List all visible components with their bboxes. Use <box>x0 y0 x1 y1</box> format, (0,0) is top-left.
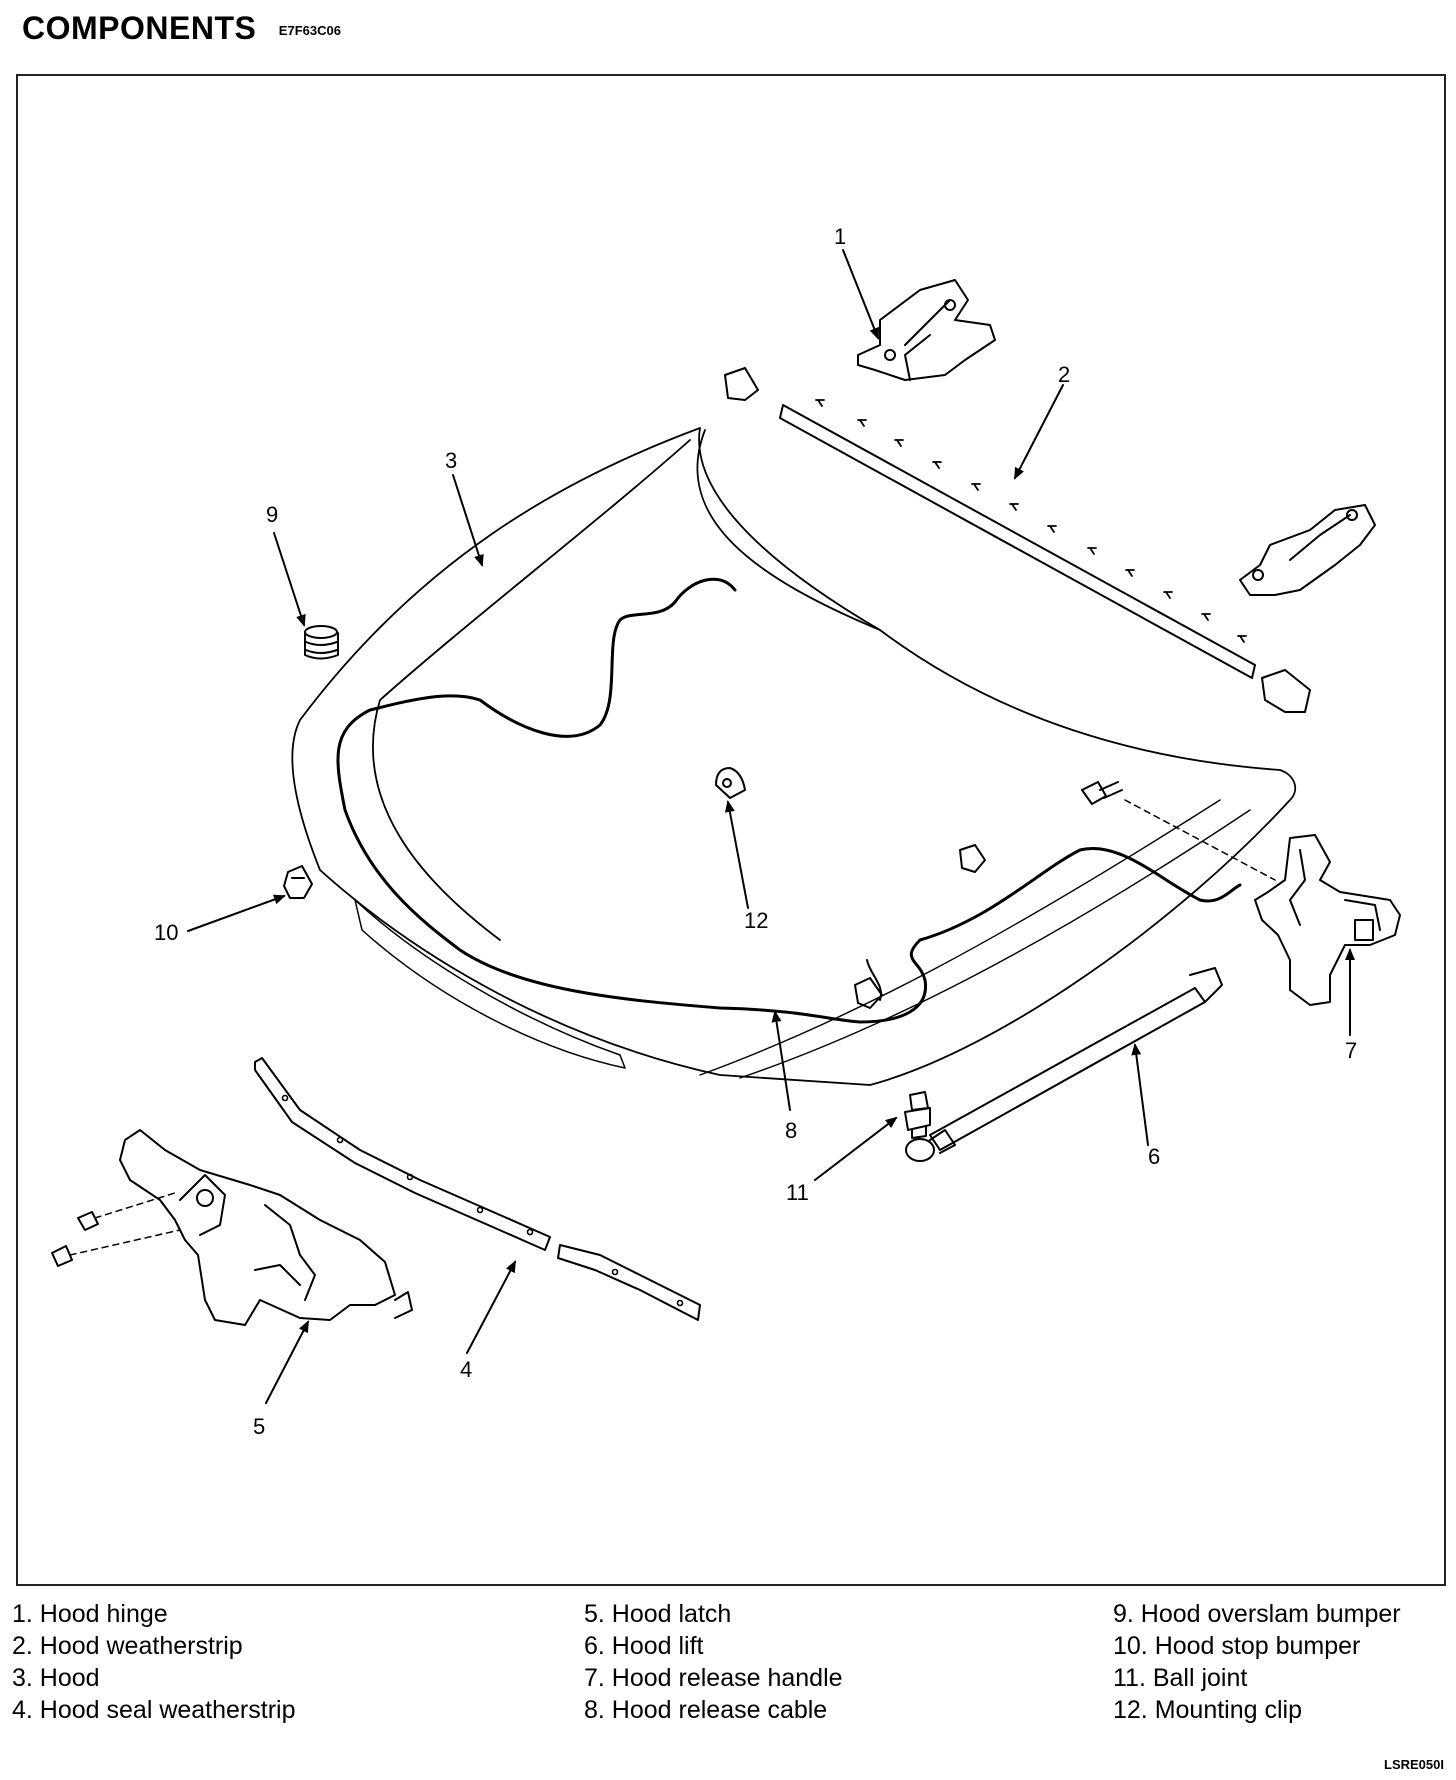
leader-arrows <box>187 249 1355 1404</box>
legend-item: 5. Hood latch <box>584 1600 732 1628</box>
figure-reference-code: LSRE050I <box>1384 1757 1444 1772</box>
diagram-frame <box>16 74 1446 1586</box>
hood-release-cable <box>336 577 1242 1024</box>
callout-3: 3 <box>445 448 457 473</box>
legend-item: 12. Mounting clip <box>1113 1696 1303 1724</box>
section-code: E7F63C06 <box>278 23 341 38</box>
handle-bolt <box>1081 781 1276 881</box>
latch-bolts <box>51 1191 181 1267</box>
hood-hinge-right <box>1239 504 1376 596</box>
legend-column-1: 1. Hood hinge 2. Hood weatherstrip 3. Ho… <box>12 1598 295 1726</box>
hood-weatherstrip <box>724 367 1311 713</box>
callout-6: 6 <box>1148 1144 1160 1169</box>
legend-item: 10. Hood stop bumper <box>1113 1632 1361 1660</box>
legend-item: 8. Hood release cable <box>584 1696 828 1724</box>
cable-clip <box>854 844 986 1009</box>
legend-item: 6. Hood lift <box>584 1632 704 1660</box>
legend-item: 3. Hood <box>12 1664 100 1692</box>
callout-5: 5 <box>253 1414 265 1439</box>
hood <box>291 427 1297 1086</box>
callout-11: 11 <box>786 1180 809 1205</box>
hood-lift <box>905 967 1223 1162</box>
legend-column-2: 5. Hood latch 6. Hood lift 7. Hood relea… <box>584 1598 843 1726</box>
page-title: COMPONENTS <box>22 10 257 46</box>
hood-overslam-bumper <box>304 625 339 660</box>
legend-item: 1. Hood hinge <box>12 1600 168 1628</box>
mounting-clip <box>715 767 746 799</box>
callout-7: 7 <box>1345 1038 1357 1063</box>
hood-release-handle <box>1254 834 1401 1006</box>
callout-1: 1 <box>834 224 846 249</box>
callout-8: 8 <box>785 1118 797 1143</box>
legend-item: 9. Hood overslam bumper <box>1113 1600 1401 1628</box>
legend-item: 7. Hood release handle <box>584 1664 843 1692</box>
hood-hinge-left <box>857 279 996 381</box>
hood-stop-bumper <box>283 865 313 899</box>
callout-12: 12 <box>744 908 768 933</box>
hood-seal-weatherstrip <box>254 1057 701 1321</box>
callout-9: 9 <box>266 502 278 527</box>
legend-item: 4. Hood seal weatherstrip <box>12 1696 296 1724</box>
callout-10: 10 <box>154 920 178 945</box>
callout-2: 2 <box>1058 362 1070 387</box>
callout-4: 4 <box>460 1357 472 1382</box>
hood-latch <box>119 1129 413 1326</box>
callout-numbers: 1 2 3 9 10 12 7 8 6 11 4 5 <box>154 224 1357 1439</box>
legend-item: 2. Hood weatherstrip <box>12 1632 243 1660</box>
ball-joint <box>904 1091 931 1139</box>
legend-column-3: 9. Hood overslam bumper 10. Hood stop bu… <box>1113 1598 1401 1726</box>
page-header: COMPONENTS E7F63C06 <box>22 10 341 50</box>
legend-item: 11. Ball joint <box>1113 1664 1248 1692</box>
